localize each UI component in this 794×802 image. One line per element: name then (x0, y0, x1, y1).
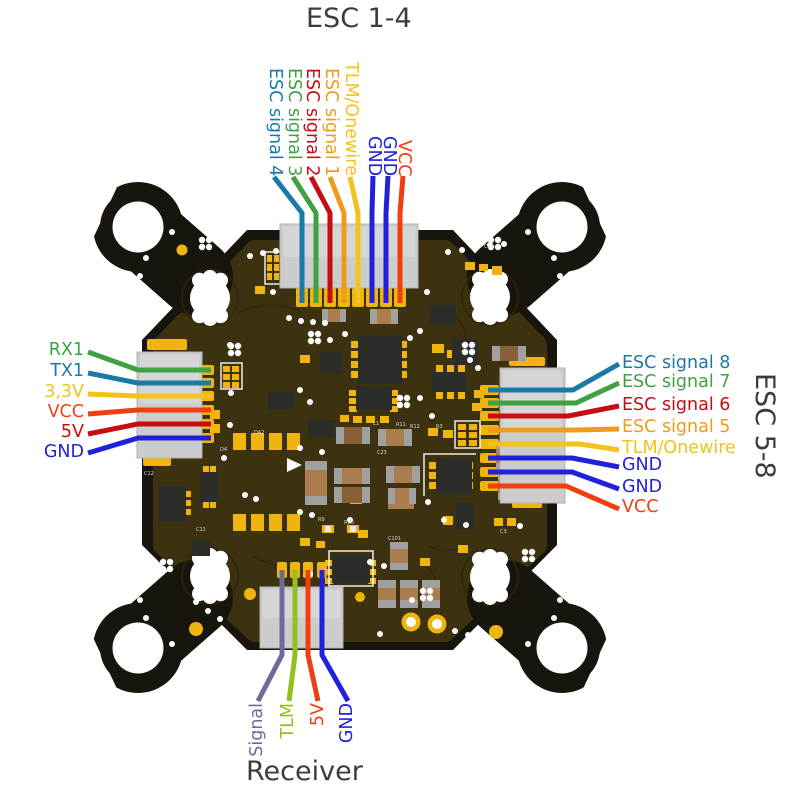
svg-text:R12: R12 (410, 424, 420, 430)
svg-text:R20: R20 (344, 520, 354, 526)
pin-label-3v3: 3,3V (44, 382, 84, 402)
pin-label-gnd-right-2: GND (622, 477, 663, 497)
wires (87, 175, 621, 703)
svg-text:D4: D4 (220, 447, 227, 453)
pin-label-esc-signal-8: ESC signal 8 (622, 353, 731, 373)
pin-label-tx1: TX1 (50, 361, 84, 381)
title-receiver: Receiver (246, 756, 363, 787)
components-ics (158, 305, 478, 583)
pin-label-vcc-left: VCC (47, 402, 84, 422)
lobe-chamfers (45, 160, 655, 716)
pin-label-rx1: RX1 (48, 340, 84, 360)
pin-label-5v-left: 5V (60, 422, 84, 442)
wire-pass-through-holes (190, 269, 510, 605)
svg-text:C12: C12 (144, 471, 154, 477)
svg-text:C11: C11 (196, 527, 206, 533)
svg-text:R11: R11 (396, 422, 406, 428)
pin-label-esc-signal-2: ESC signal 2 (302, 67, 322, 176)
mounting-holes (112, 201, 588, 674)
pin-label-esc-signal-1: ESC signal 1 (321, 67, 341, 176)
title-esc-5-8: ESC 5-8 (749, 373, 780, 479)
svg-text:R3: R3 (436, 424, 443, 430)
pin-label-gnd-right-1: GND (622, 455, 663, 475)
svg-text:L1: L1 (373, 421, 379, 427)
pin-label-gnd-left: GND (43, 442, 84, 462)
pin-label-tlm-onewire-top: TLM/Onewire (341, 62, 361, 176)
pin-label-esc-signal-5: ESC signal 5 (622, 417, 731, 437)
pin-label-vcc-right: VCC (622, 497, 659, 517)
svg-text:C101: C101 (388, 536, 401, 542)
svg-text:C3: C3 (500, 529, 507, 535)
title-esc-1-4: ESC 1-4 (306, 3, 412, 34)
pin-label-signal: Signal (247, 703, 267, 757)
pin-label-tlm-onewire-right: TLM/Onewire (622, 438, 736, 458)
pin-label-vcc-top: VCC (394, 139, 414, 176)
pin-label-5v-receiver: 5V (308, 703, 328, 727)
pin-label-tlm: TLM (278, 703, 298, 739)
pin-label-esc-signal-7: ESC signal 7 (622, 372, 731, 392)
pin-label-gnd-top-2: GND (379, 135, 399, 176)
svg-text:C20: C20 (484, 244, 494, 250)
svg-text:C23: C23 (377, 450, 387, 456)
pin-label-esc-signal-3: ESC signal 3 (284, 67, 304, 176)
svg-text:DA2: DA2 (254, 430, 264, 436)
pin-label-esc-signal-4: ESC signal 4 (265, 67, 285, 176)
pin-label-gnd-top-1: GND (364, 135, 384, 176)
pin-label-esc-signal-6: ESC signal 6 (622, 395, 731, 415)
pin-label-gnd-receiver: GND (337, 703, 357, 744)
svg-text:R9: R9 (318, 517, 325, 523)
